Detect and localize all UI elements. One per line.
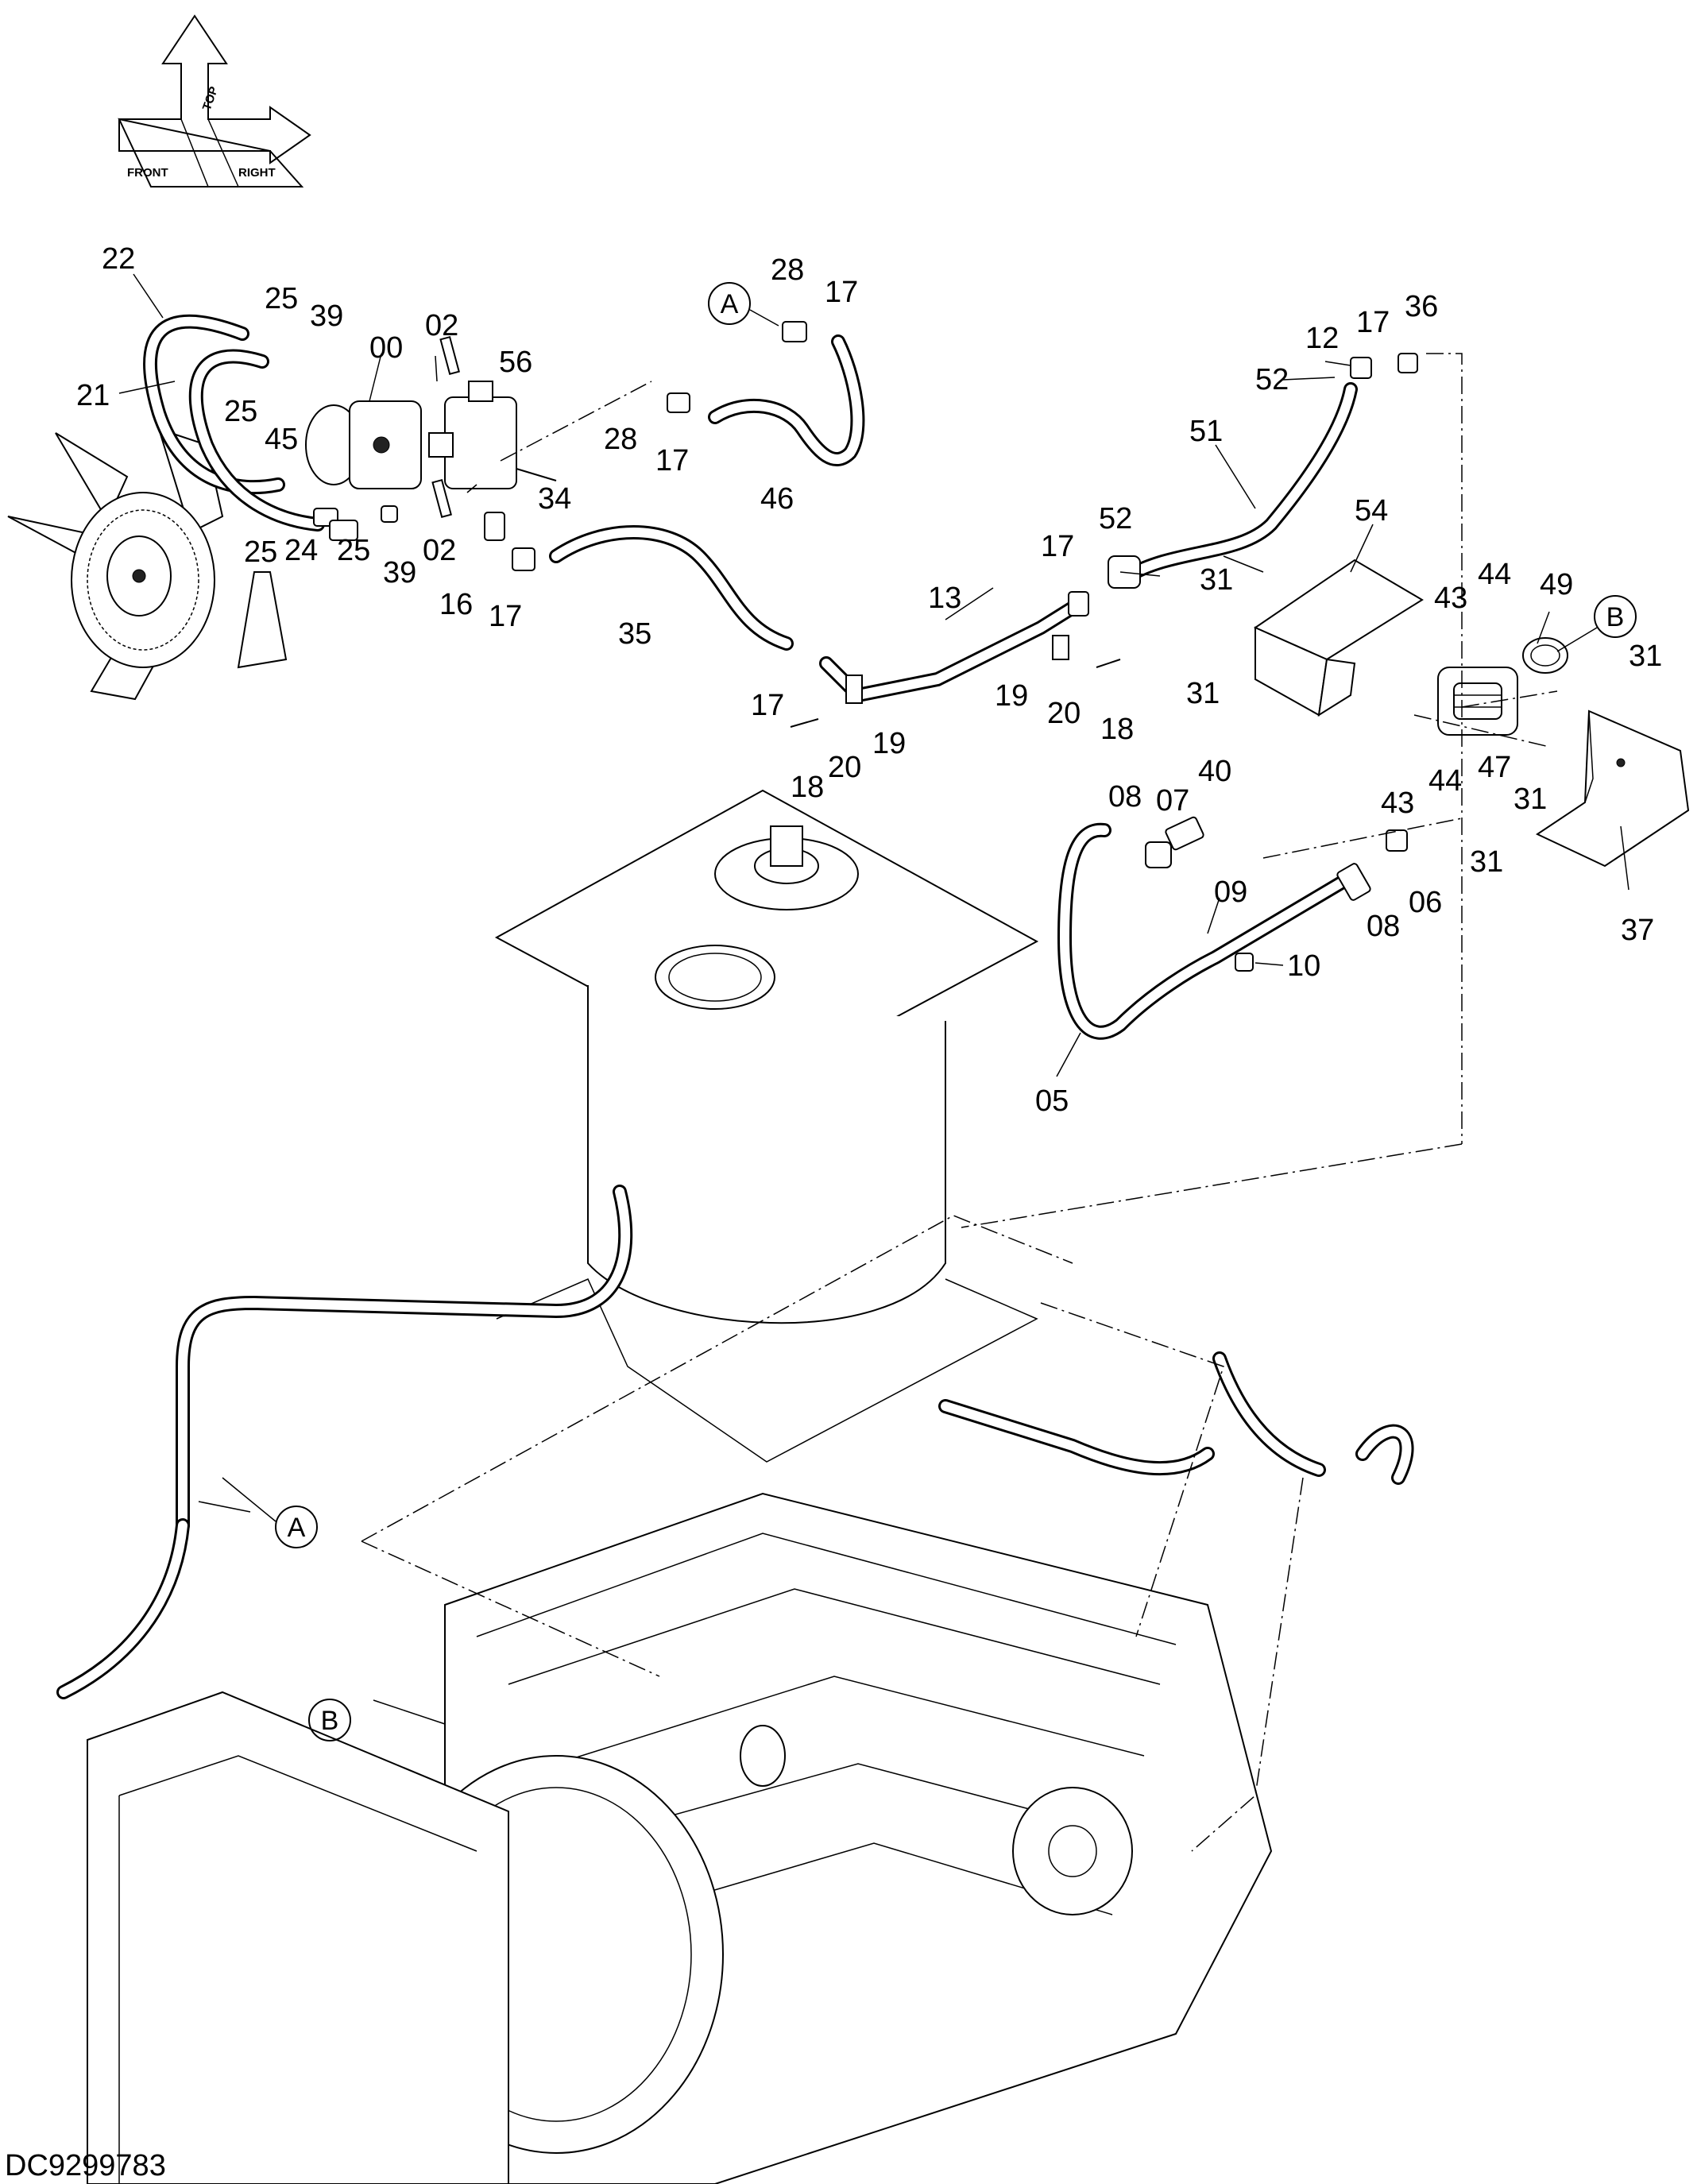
part-label: 46: [760, 482, 794, 516]
part-label: 39: [383, 556, 416, 589]
part-label: 54: [1355, 494, 1388, 528]
cooling-fan: [7, 427, 288, 701]
part-label: 08: [1108, 780, 1142, 814]
fittings: [313, 321, 1418, 972]
part-label: 56: [499, 346, 532, 379]
part-label: 02: [425, 309, 458, 342]
fan-pump-assembly: [305, 335, 557, 518]
part-label: 19: [872, 727, 906, 760]
part-label: 17: [825, 276, 858, 309]
right-direction-label: RIGHT: [238, 166, 276, 180]
part-label: 02: [423, 534, 456, 567]
part-label: 20: [828, 751, 861, 784]
part-label: 24: [284, 534, 318, 567]
front-direction-label: FRONT: [127, 166, 168, 180]
radiator-frame: [87, 1691, 509, 2184]
part-label: 17: [1041, 530, 1074, 563]
engine-assembly: [389, 1492, 1273, 2184]
part-label: 09: [1214, 876, 1247, 909]
callout-a-label: A: [288, 1513, 306, 1543]
bracket-37: [1535, 709, 1690, 868]
part-label: 34: [538, 482, 571, 516]
part-label: 05: [1035, 1084, 1069, 1118]
drawing-code: DC9299783: [5, 2149, 166, 2182]
part-label: 31: [1629, 640, 1662, 673]
part-label: 52: [1099, 502, 1132, 535]
callout-b-top: B: [1556, 595, 1637, 652]
part-label: 40: [1198, 755, 1231, 788]
part-labels: 22 21 25 39 25 45 00 02 56 34 25 24 25 3…: [76, 242, 1662, 1118]
part-label: 31: [1200, 563, 1233, 597]
callout-a-bottom: A: [222, 1477, 318, 1548]
part-label: 17: [751, 689, 784, 722]
part-label: 51: [1189, 415, 1223, 448]
hose-21: [188, 349, 325, 532]
part-label: 06: [1409, 886, 1442, 919]
part-label: 17: [655, 444, 689, 477]
part-label: 39: [310, 300, 343, 333]
part-label: 19: [995, 679, 1028, 713]
part-label: 20: [1047, 697, 1081, 730]
part-label: 28: [604, 423, 637, 456]
part-label: 52: [1255, 363, 1289, 396]
part-label: 37: [1621, 914, 1654, 947]
hose-51: [1121, 382, 1358, 583]
part-label: 17: [489, 600, 522, 633]
part-label: 44: [1478, 558, 1511, 591]
part-label: 25: [265, 282, 298, 315]
part-label: 12: [1305, 322, 1339, 355]
callout-a-top: A: [708, 282, 779, 327]
part-label: 28: [771, 253, 804, 287]
part-label: 18: [1100, 713, 1134, 746]
part-label: 25: [224, 395, 257, 428]
part-label: 35: [618, 617, 651, 651]
part-label: 13: [928, 582, 961, 615]
part-label: 22: [102, 242, 135, 276]
callout-b-bottom: B: [308, 1699, 351, 1741]
part-label: 43: [1434, 582, 1467, 615]
callout-a-label: A: [721, 289, 739, 319]
top-direction-label: TOP: [200, 85, 221, 113]
part-label: 17: [1356, 306, 1390, 339]
cover-54: [1253, 559, 1424, 717]
part-label: 43: [1381, 787, 1414, 820]
pipe-13: [819, 601, 1080, 703]
callout-b-label: B: [321, 1706, 339, 1736]
direction-indicator: FRONT TOP RIGHT: [118, 14, 311, 187]
part-label: 16: [439, 588, 473, 621]
part-label: 45: [265, 423, 298, 456]
suction-pipe: [56, 1185, 1414, 1699]
part-label: 07: [1156, 784, 1189, 818]
part-label: 00: [369, 331, 403, 365]
part-label: 49: [1540, 568, 1573, 601]
part-label: 21: [76, 379, 110, 412]
part-label: 10: [1287, 949, 1320, 983]
part-label: 31: [1186, 677, 1220, 710]
part-label: 08: [1367, 910, 1400, 943]
leader-lines: [118, 273, 1629, 1852]
part-label: 31: [1470, 845, 1503, 879]
part-label: 25: [244, 535, 277, 569]
part-label: 36: [1405, 290, 1438, 323]
callout-b-label: B: [1606, 602, 1625, 632]
part-label: 47: [1478, 751, 1511, 784]
part-label: 31: [1514, 783, 1547, 816]
part-label: 18: [791, 771, 824, 804]
hydraulic-tank: [494, 789, 1039, 1463]
hose-05: [1057, 822, 1350, 1040]
hose-35: [549, 525, 794, 651]
hose-46: [708, 334, 865, 466]
part-label: 25: [337, 534, 370, 567]
part-label: 44: [1428, 764, 1462, 798]
pump-47: [1437, 637, 1568, 736]
